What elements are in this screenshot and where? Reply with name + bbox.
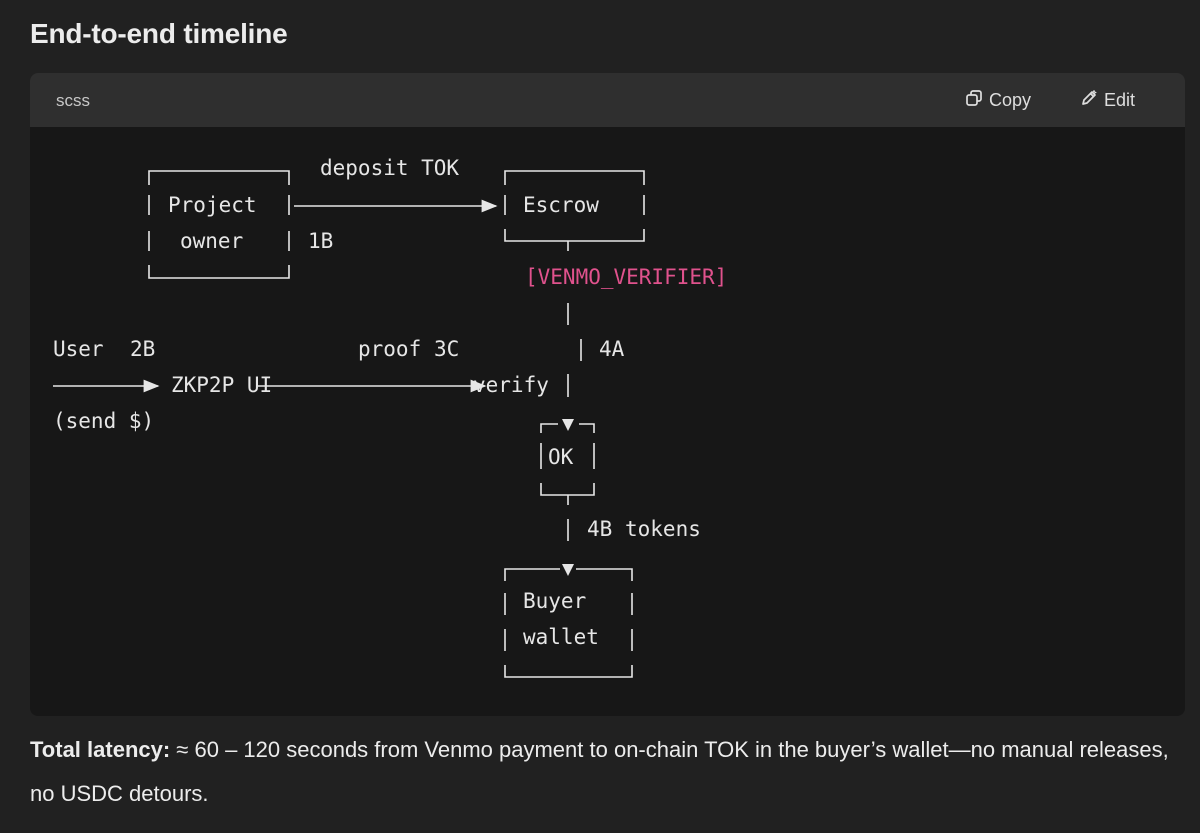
latency-text: ≈ 60 – 120 seconds from Venmo payment to… [30,737,1169,806]
buyer-arrowhead [562,564,574,576]
proof-label: proof [358,337,421,361]
wallet-label: wallet [523,625,599,649]
code-language-label: scss [56,91,90,110]
step-1b-label: 1B [308,229,333,253]
step-2b-number: 2 [130,337,143,361]
code-block-body: Project owner 1B deposit TOK Escrow [VEN… [30,127,1185,716]
copy-button[interactable]: Copy [965,87,1031,113]
step-1b-number: 1 [308,229,321,253]
buyer-wallet-box [504,568,633,678]
project-label: Project [168,193,257,217]
deposit-tok-label: deposit TOK [320,156,459,180]
step-3c-letter: C [447,337,460,361]
step-4b-label: 4B [587,517,612,541]
owner-label: owner [180,229,243,253]
user-label: User [53,337,104,361]
escrow-label: Escrow [523,193,599,217]
latency-summary: Total latency: ≈ 60 – 120 seconds from V… [30,728,1170,816]
project-owner-box [148,170,290,279]
verify-label: verify [473,373,549,397]
latency-label: Total latency: [30,737,171,762]
code-block-header: scss Copy Edit [30,73,1185,127]
step-4a-letter: A [612,337,625,361]
ok-label: OK [548,445,574,469]
step-2b-letter: B [143,337,156,361]
step-4a-label: 4A [599,337,625,361]
timeline-diagram: Project owner 1B deposit TOK Escrow [VEN… [53,156,727,678]
send-dollar-label: (send $) [53,409,154,433]
copy-label: Copy [989,89,1032,110]
step-4a-number: 4 [599,337,612,361]
step-2b-label: 2B [130,337,155,361]
zkp2p-ui-label: ZKP2P UI [171,373,272,397]
section-heading: End-to-end timeline [30,18,288,49]
edit-button[interactable]: Edit [1080,87,1135,113]
tokens-label: tokens [625,517,701,541]
code-block: scss Copy Edit [30,73,1185,716]
step-1b-letter: B [321,229,334,253]
venmo-verifier-label: [VENMO_VERIFIER] [525,265,727,289]
escrow-box [504,170,645,251]
ok-arrowhead [562,419,574,431]
step-4b-letter: B [600,517,613,541]
step-4b-number: 4 [587,517,600,541]
ok-box [540,423,595,505]
pencil-icon [1080,89,1104,112]
step-3c-label: 3C [434,337,459,361]
copy-icon [965,89,989,112]
buyer-label: Buyer [523,589,586,613]
step-3c-number: 3 [434,337,447,361]
edit-label: Edit [1104,89,1136,110]
